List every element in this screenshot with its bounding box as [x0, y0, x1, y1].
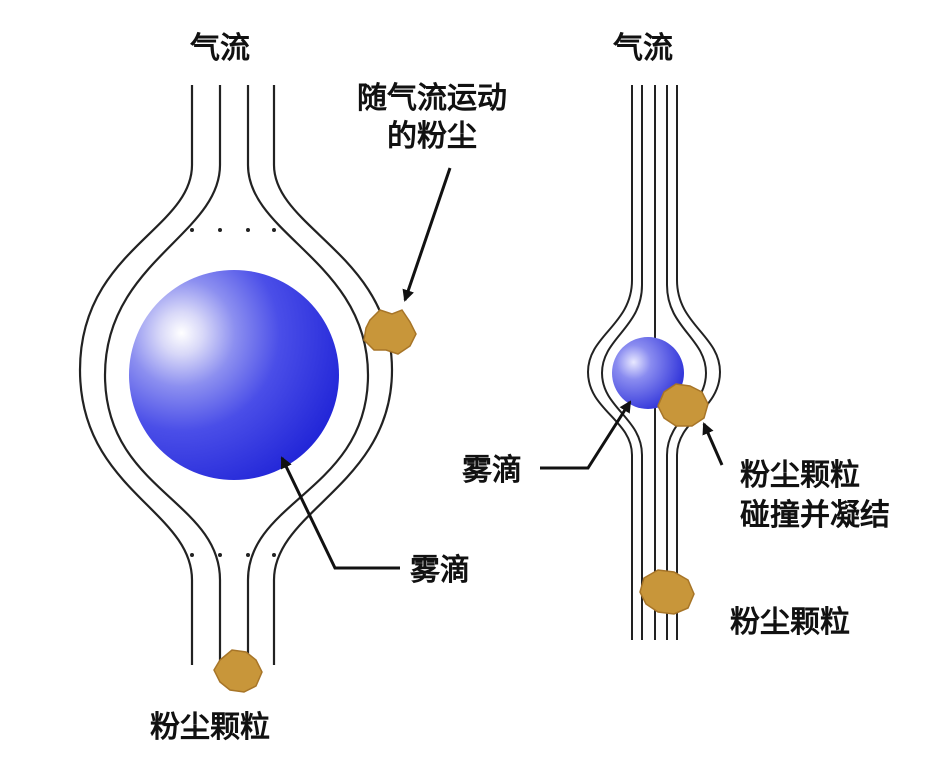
left-particle-label: 粉尘颗粒 [150, 710, 270, 745]
right-airflow-label: 气流 [613, 31, 673, 66]
right-particle-label: 粉尘颗粒 [730, 605, 850, 640]
left-moving-dust-arrow [402, 167, 452, 302]
right-streamlines [586, 85, 722, 640]
left-streamline-inner-left [103, 85, 222, 665]
left-streamline-inner-right [246, 85, 370, 665]
right-streamline-2 [600, 85, 643, 640]
left-droplet-label: 雾滴 [410, 553, 470, 588]
left-dust-particle [213, 649, 263, 693]
right-collision-arrow [702, 422, 724, 466]
right-droplet-arrow [540, 400, 632, 470]
right-collision-label-line2: 碰撞并凝结 [740, 498, 890, 533]
left-moving-dust-label-line2: 的粉尘 [387, 119, 477, 154]
right-streamline-4 [666, 85, 708, 640]
left-moving-dust [363, 309, 417, 355]
left-droplet-arrow [280, 456, 400, 570]
left-moving-dust-label-line1: 随气流运动 [357, 81, 507, 116]
left-streamline-outer-left [78, 85, 194, 665]
right-collision-label-line1: 粉尘颗粒 [740, 458, 860, 493]
right-colliding-dust [657, 383, 709, 427]
left-streamline-outer-right [272, 85, 394, 665]
left-droplet [129, 270, 339, 480]
right-streamline-1 [586, 85, 633, 640]
right-dust-particle [639, 569, 695, 615]
left-airflow-label: 气流 [190, 31, 250, 66]
right-droplet-label: 雾滴 [462, 453, 522, 488]
right-streamline-5 [676, 85, 722, 640]
left-streamlines [78, 85, 394, 665]
left-streamline-dots [190, 228, 276, 557]
